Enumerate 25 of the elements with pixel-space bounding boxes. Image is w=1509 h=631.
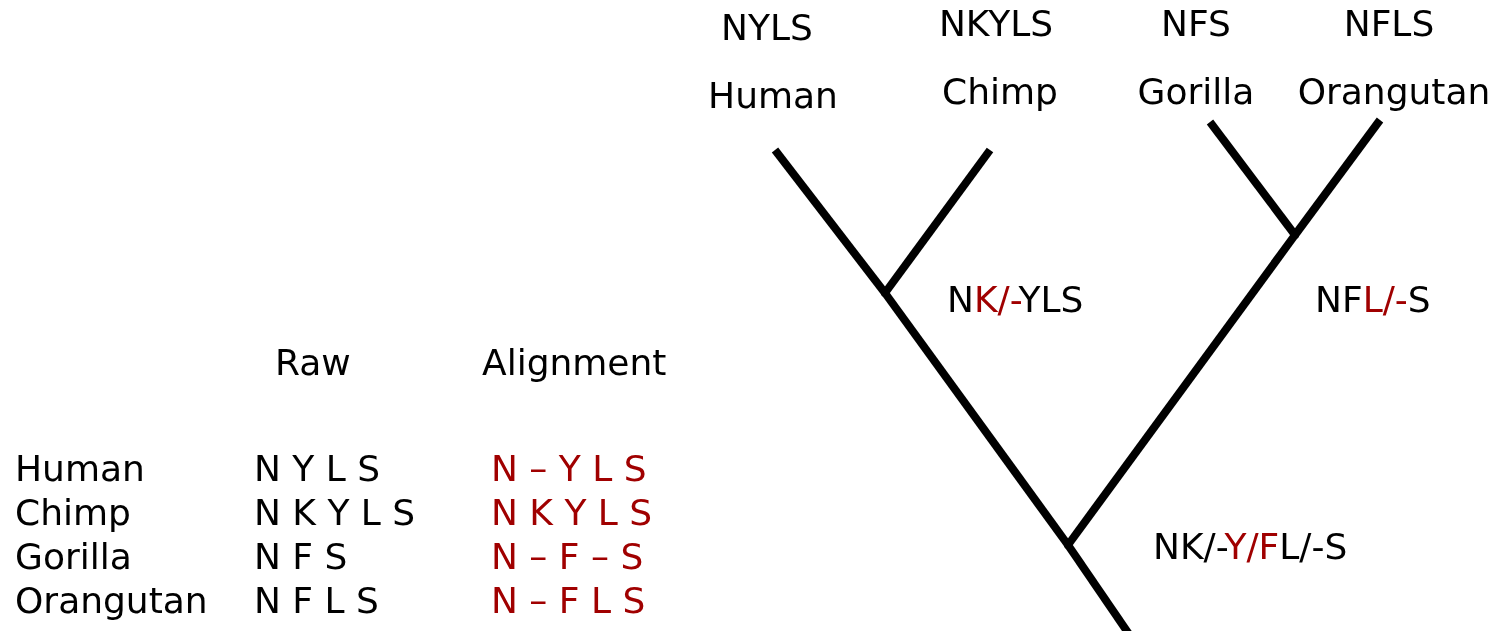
raw-sequence: N F L S (254, 581, 379, 621)
aligned-sequence: N – F L S (491, 581, 646, 621)
aligned-sequence: N – Y L S (491, 449, 647, 489)
species-label: Chimp (942, 72, 1058, 112)
sequence-label: NKYLS (938, 4, 1054, 44)
column-header: Raw (275, 343, 351, 383)
aligned-sequence: N K Y L S (491, 493, 653, 533)
species-name: Human (15, 449, 145, 489)
aligned-sequence: N – F – S (491, 537, 644, 577)
column-header: Alignment (482, 343, 667, 383)
sequence-label: NFS (1161, 4, 1231, 44)
ancestral-sequence-label: NK/-YLS (947, 280, 1084, 320)
ancestral-sequence-label: NK/-Y/FL/-S (1153, 527, 1348, 567)
raw-sequence: N K Y L S (254, 493, 416, 533)
species-name: Chimp (15, 493, 131, 533)
species-name: Orangutan (15, 581, 208, 621)
raw-sequence: N Y L S (254, 449, 381, 489)
species-label: Gorilla (1137, 72, 1255, 112)
sequence-label: NFLS (1343, 4, 1435, 44)
raw-sequence: N F S (254, 537, 348, 577)
species-label: Orangutan (1297, 72, 1491, 112)
species-name: Gorilla (15, 537, 132, 577)
sequence-label: NYLS (721, 8, 813, 48)
ancestral-sequence-label: NFL/-S (1315, 280, 1431, 320)
species-label: Human (708, 76, 838, 116)
